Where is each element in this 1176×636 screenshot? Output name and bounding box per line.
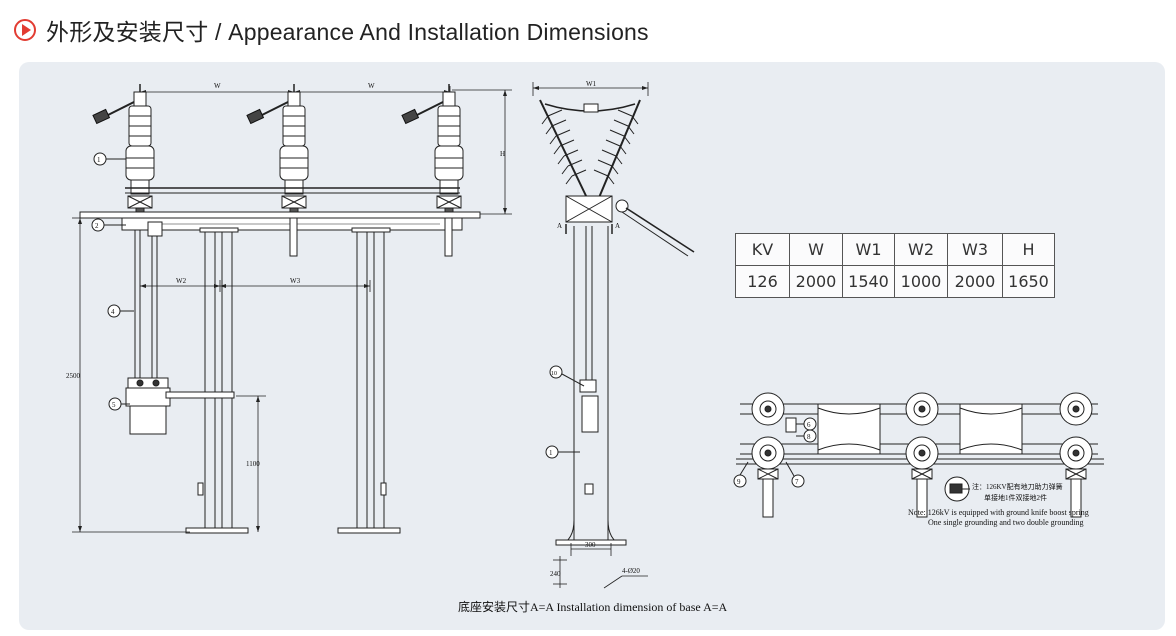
- dim-h: H: [500, 150, 505, 158]
- dim-2500: 2500: [66, 372, 81, 380]
- table-header-cell: W3: [947, 233, 1003, 266]
- dim-240: 240: [550, 570, 561, 578]
- callout-6-plan: [796, 417, 817, 431]
- dim-w-right: W: [368, 82, 375, 90]
- table-header-cell: W1: [842, 233, 895, 266]
- callout-1-side: [545, 445, 580, 459]
- play-circle-icon: [14, 19, 36, 41]
- callout-9-plan-label: 9: [737, 478, 741, 486]
- note-en-line-2: One single grounding and two double grou…: [928, 518, 1084, 527]
- dim-w3: W3: [290, 277, 301, 285]
- callout-4-front: [107, 304, 134, 318]
- table-header-row: KV W W1 W2 W3 H: [735, 233, 1055, 266]
- table-cell: 126: [735, 265, 790, 298]
- callout-7-plan: [785, 461, 805, 488]
- callout-8-plan: [796, 429, 817, 443]
- table-cell: 2000: [947, 265, 1003, 298]
- grounding-note: Note: 126kV is equipped with ground knif…: [908, 508, 1089, 528]
- table-header-cell: W: [789, 233, 843, 266]
- table-cell: 1650: [1002, 265, 1055, 298]
- note-cn-line-1: 注：126KV配有地刀助力弹簧: [972, 482, 1063, 491]
- section-a-right: A: [615, 222, 620, 230]
- table-header-cell: W2: [894, 233, 948, 266]
- callout-7-plan-label: 7: [795, 478, 799, 486]
- table-row: 126 2000 1540 1000 2000 1650: [735, 265, 1055, 298]
- callout-1-side-label: 1: [549, 449, 553, 457]
- callout-4-front-label: 4: [111, 308, 115, 316]
- dim-holes: 4-Ø20: [622, 567, 640, 575]
- callout-1-front: [93, 152, 126, 166]
- dim-w-left: W: [214, 82, 221, 90]
- callout-8-plan-label: 8: [807, 433, 811, 441]
- table-cell: 1000: [894, 265, 948, 298]
- section-a-left: A: [557, 222, 562, 230]
- dim-w1: W1: [586, 80, 597, 88]
- table-header-cell: KV: [735, 233, 790, 266]
- table-header-cell: H: [1002, 233, 1055, 266]
- note-cn-line-2: 单接地1件双接地2件: [984, 493, 1047, 502]
- callout-9-plan: [733, 461, 749, 488]
- callout-1-front-label: 1: [97, 156, 101, 164]
- base-caption: 底座安装尺寸A=A Installation dimension of base…: [458, 600, 728, 614]
- callout-2-front-label: 2: [95, 222, 99, 230]
- callout-2-front: [91, 218, 126, 232]
- section-title: 外形及安装尺寸 / Appearance And Installation Di…: [46, 19, 649, 45]
- table-cell: 2000: [789, 265, 843, 298]
- front-view: [72, 83, 512, 534]
- dim-300: 300: [585, 541, 596, 549]
- callout-6-plan-label: 6: [807, 421, 811, 429]
- dim-w2: W2: [176, 277, 187, 285]
- spec-table: KV W W1 W2 W3 H 126 2000 1540 1000 2000 …: [735, 233, 1055, 298]
- dim-1100: 1100: [246, 460, 260, 468]
- note-en-line-1: Note: 126kV is equipped with ground knif…: [908, 508, 1089, 517]
- side-view: [532, 82, 695, 589]
- callout-5-front-label: 5: [112, 401, 116, 409]
- table-cell: 1540: [842, 265, 895, 298]
- callout-10-side: [549, 365, 585, 387]
- callout-10-side-label: 10: [551, 371, 557, 377]
- plan-view: [733, 392, 1104, 518]
- callout-5-front: [108, 397, 130, 411]
- section-header: 外形及安装尺寸 / Appearance And Installation Di…: [14, 14, 649, 46]
